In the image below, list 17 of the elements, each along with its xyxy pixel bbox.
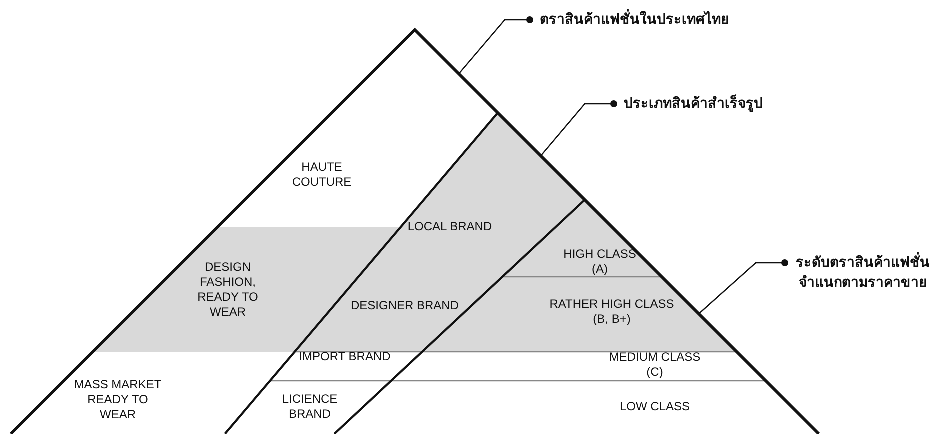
tier-label: DESIGNER BRAND bbox=[345, 298, 465, 314]
tier-label: LOCAL BRAND bbox=[390, 220, 510, 234]
callout-label: ประเภทสินค้าสำเร็จรูป bbox=[624, 94, 844, 114]
tier-label: HAUTE COUTURE bbox=[282, 160, 362, 190]
leader-line bbox=[698, 260, 788, 314]
callout-label: ระดับตราสินค้าแฟชั่น จำแนกตามราคาขาย bbox=[783, 253, 943, 293]
tier-label: DESIGN FASHION, READY TO WEAR bbox=[178, 260, 278, 320]
tier-label: LOW CLASS bbox=[600, 400, 710, 414]
tier-label: IMPORT BRAND bbox=[290, 350, 400, 364]
tier-label: HIGH CLASS (A) bbox=[555, 247, 645, 277]
leader-line bbox=[540, 100, 618, 156]
tier-label: RATHER HIGH CLASS (B, B+) bbox=[547, 297, 677, 327]
tier-label: LICIENCE BRAND bbox=[260, 392, 360, 422]
leader-line bbox=[458, 16, 534, 74]
tier-label: MASS MARKET READY TO WEAR bbox=[68, 378, 168, 422]
tier-label: MEDIUM CLASS (C) bbox=[600, 350, 710, 380]
callout-label: ตราสินค้าแฟชั่นในประเทศไทย bbox=[540, 10, 800, 30]
